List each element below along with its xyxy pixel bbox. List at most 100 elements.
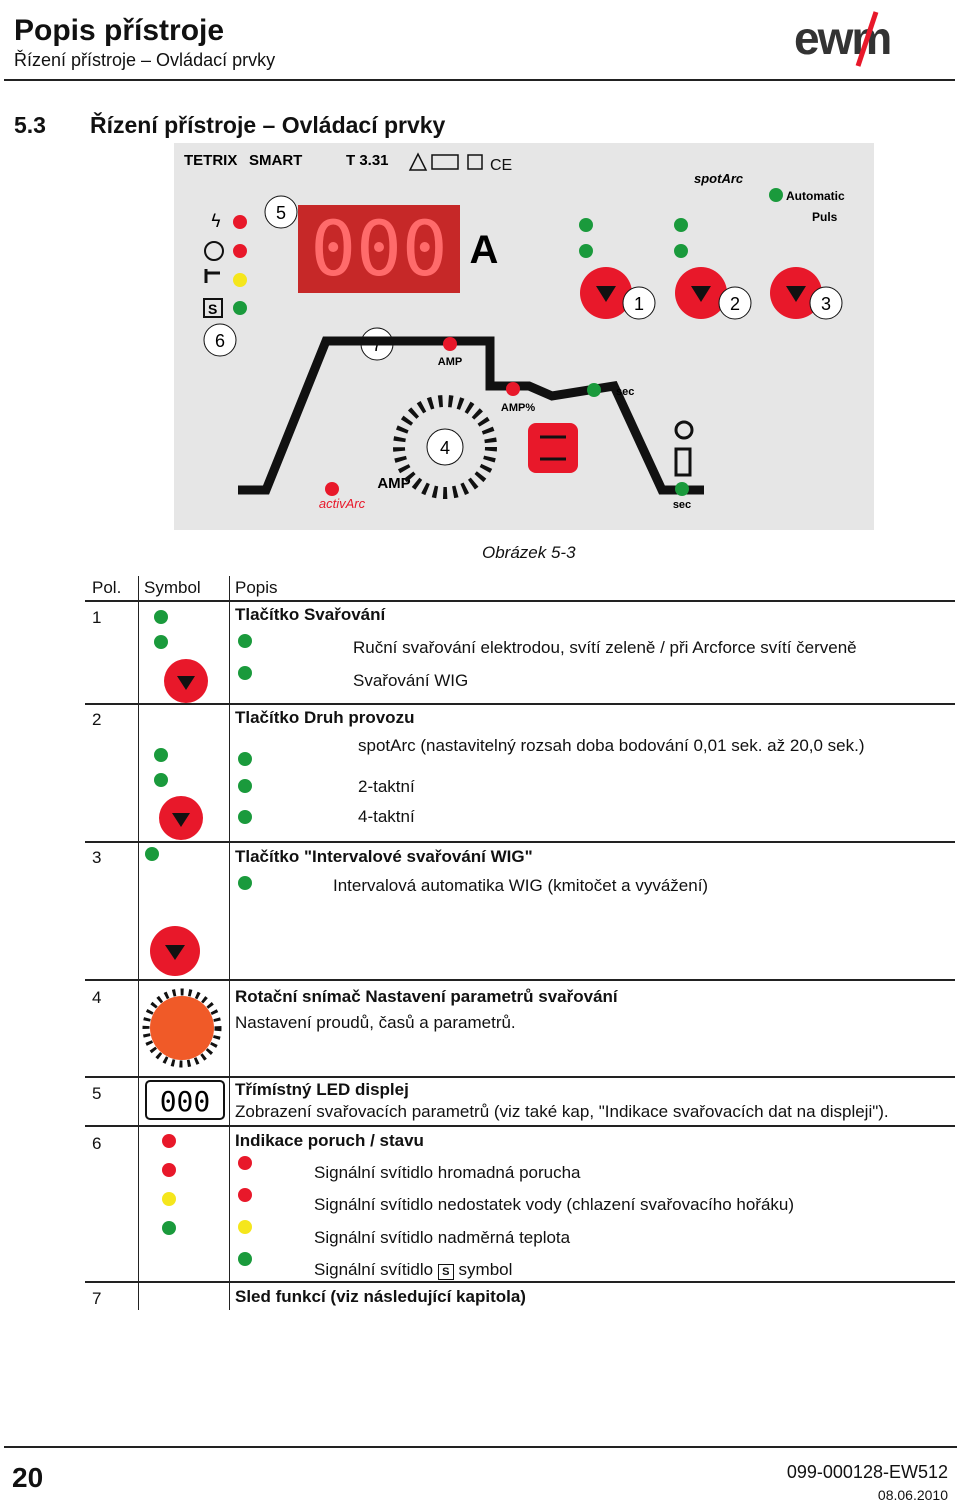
led-red (238, 1156, 252, 1170)
svg-text:1: 1 (634, 294, 644, 314)
weld-button-icon (164, 659, 208, 703)
row-1-item-1: Ruční svařování elektrodou, svítí zeleně… (353, 638, 857, 657)
svg-text:Automatic: Automatic (786, 189, 845, 203)
row-1-title: Tlačítko Svařování (235, 605, 386, 624)
svg-text:activArc: activArc (319, 496, 366, 511)
led-red (162, 1134, 176, 1148)
pulse-button-icon (150, 926, 200, 976)
led-green (154, 610, 168, 624)
svg-text:6: 6 (215, 331, 225, 351)
s-symbol-icon: S (437, 1264, 454, 1280)
table-rule (85, 600, 955, 602)
svg-text:sec: sec (616, 386, 634, 398)
svg-text:000: 000 (160, 1085, 211, 1118)
table-rule (85, 1281, 955, 1283)
led-green (154, 773, 168, 787)
row-2-title: Tlačítko Druh provozu (235, 708, 415, 727)
header-desc: Popis (235, 578, 278, 597)
table-rule (85, 703, 955, 705)
row-3-title: Tlačítko "Intervalové svařování WIG" (235, 847, 533, 866)
table-vline-2 (229, 576, 230, 1310)
led-red (162, 1163, 176, 1177)
status-leds: ϟ S (203, 211, 247, 318)
header-rule (4, 79, 955, 81)
svg-text:ϟ: ϟ (210, 211, 222, 232)
header-pos: Pol. (92, 578, 122, 597)
led-green (238, 779, 252, 793)
svg-text:000: 000 (310, 204, 447, 293)
svg-text:SMART: SMART (249, 152, 302, 169)
row-7-pos: 7 (92, 1289, 102, 1308)
figure-caption: Obrázek 5-3 (482, 543, 576, 562)
led-green (154, 748, 168, 762)
row-2-item-1: spotArc (nastavitelný rozsah doba bodová… (358, 736, 865, 755)
svg-text:S: S (208, 301, 217, 317)
page-subtitle: Řízení přístroje – Ovládací prvky (14, 50, 276, 70)
ewm-logo: ewm (794, 11, 892, 67)
footer-rule (4, 1446, 957, 1448)
led-green (162, 1221, 176, 1235)
led-green (238, 634, 252, 648)
row-5-item-1: Zobrazení svařovacích parametrů (viz tak… (235, 1102, 889, 1121)
svg-text:3: 3 (821, 294, 831, 314)
table-rule (85, 841, 955, 843)
svg-text:Puls: Puls (812, 210, 838, 224)
row-3-pos: 3 (92, 848, 102, 867)
svg-text:ewm: ewm (794, 12, 890, 64)
led-green (145, 847, 159, 861)
led-green (238, 1252, 252, 1266)
rotary-knob-icon (142, 988, 222, 1068)
document-date: 08.06.2010 (877, 1487, 948, 1503)
svg-text:A: A (470, 228, 499, 272)
row-6-pos: 6 (92, 1134, 102, 1153)
document-id: 099-000128-EW512 (786, 1462, 948, 1482)
row-2-pos: 2 (92, 710, 102, 729)
row-4-pos: 4 (92, 988, 102, 1007)
led-yellow (162, 1192, 176, 1206)
svg-text:T 3.31: T 3.31 (346, 152, 389, 169)
table-vline-1 (138, 576, 139, 1310)
svg-text:AMP%: AMP% (501, 402, 535, 414)
row-3-item-1: Intervalová automatika WIG (kmitočet a v… (333, 876, 709, 895)
svg-text:AMP: AMP (438, 356, 462, 368)
led-green (154, 635, 168, 649)
svg-text:4: 4 (440, 438, 450, 458)
svg-text:CE: CE (490, 157, 512, 174)
led-display-icon: 000 (145, 1080, 225, 1120)
svg-text:AMP: AMP (377, 475, 410, 492)
row-2-item-2: 2-taktní (358, 777, 415, 796)
row-4-item-1: Nastavení proudů, časů a parametrů. (235, 1013, 516, 1032)
svg-text:TETRIX: TETRIX (184, 152, 237, 169)
header-symbol: Symbol (144, 578, 201, 597)
row-7-title: Sled funkcí (viz následující kapitola) (235, 1287, 526, 1306)
svg-text:sec: sec (673, 499, 691, 511)
mode-button-icon (159, 796, 203, 840)
led-green (238, 666, 252, 680)
cert-icons: CE (408, 152, 512, 174)
table-rule (85, 979, 955, 981)
row-2-item-3: 4-taktní (358, 807, 415, 826)
row-6-item-3: Signální svítidlo nadměrná teplota (314, 1228, 571, 1247)
control-panel-illustration: TETRIX SMART T 3.31 CE ϟ S 000 A spotArc… (174, 143, 874, 530)
row-6-title: Indikace poruch / stavu (235, 1131, 424, 1150)
row-1-pos: 1 (92, 608, 102, 627)
row-4-title: Rotační snímač Nastavení parametrů svařo… (235, 987, 618, 1006)
svg-text:5: 5 (276, 203, 286, 223)
row-1-item-2: Svařování WIG (353, 671, 469, 690)
page-number: 20 (12, 1462, 44, 1493)
page-title: Popis přístroje (14, 14, 225, 47)
table-rule (85, 1125, 955, 1127)
led-green (238, 752, 252, 766)
led-yellow (238, 1220, 252, 1234)
svg-text:2: 2 (730, 294, 740, 314)
led-red (238, 1188, 252, 1202)
row-6-item-1: Signální svítidlo hromadná porucha (314, 1163, 581, 1182)
row-5-pos: 5 (92, 1084, 102, 1103)
row-6-item-2: Signální svítidlo nedostatek vody (chlaz… (314, 1195, 795, 1214)
row-5-title: Třímístný LED displej (235, 1080, 409, 1099)
led-green (238, 876, 252, 890)
svg-text:spotArc: spotArc (694, 171, 744, 186)
led-green (238, 810, 252, 824)
table-rule (85, 1076, 955, 1078)
